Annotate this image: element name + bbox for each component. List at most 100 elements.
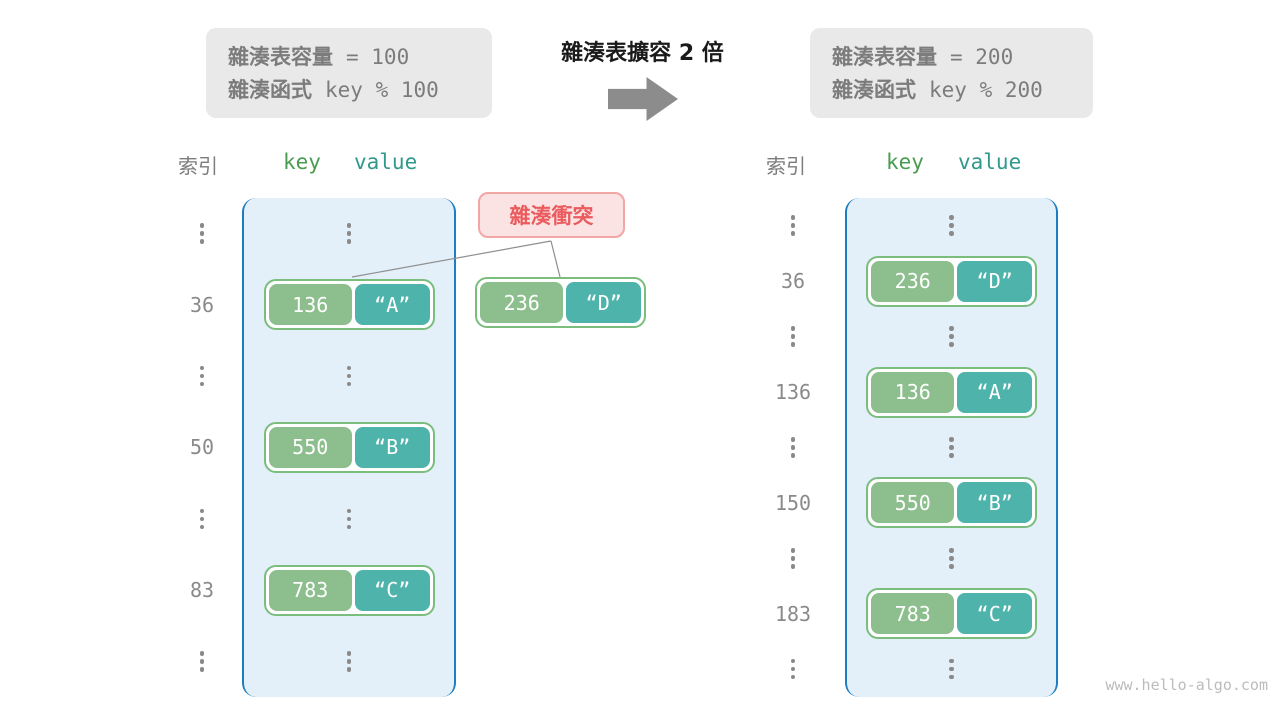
- ellipsis-dots-icon: [949, 548, 954, 569]
- hash-table-before: 36 50 83 136“A” 550“B” 783“C”: [170, 198, 456, 697]
- index-ellipsis-row: [758, 531, 828, 586]
- left-key-header: key: [283, 150, 321, 174]
- bucket-entry-row: 550“B”: [244, 412, 454, 483]
- key-value-pair: 236“D”: [475, 277, 646, 328]
- pair-key: 550: [268, 426, 352, 468]
- pair-key: 236: [480, 282, 564, 323]
- capacity-before-line1: 雜湊表容量= 100: [228, 41, 492, 74]
- ellipsis-dots-icon: [790, 326, 796, 347]
- capacity-value: = 100: [346, 45, 410, 69]
- key-value-pair: 550“B”: [866, 477, 1037, 529]
- bucket-ellipsis-row: [244, 626, 454, 697]
- pair-key: 783: [268, 569, 352, 611]
- ellipsis-dots-icon: [199, 365, 205, 387]
- index-value: 183: [774, 601, 812, 626]
- key-value-pair: 550“B”: [263, 421, 435, 473]
- resize-title: 雜湊表擴容 2 倍: [561, 41, 724, 66]
- bucket-entry-row: 783“C”: [847, 586, 1056, 641]
- hash-function-label: 雜湊函式: [228, 78, 312, 102]
- capacity-box-after: 雜湊表容量 = 200 雜湊函式 key % 200: [810, 28, 1093, 118]
- hash-function-label: 雜湊函式: [832, 78, 916, 102]
- key-value-pair: 236“D”: [866, 255, 1037, 307]
- left-bucket-container: 136“A” 550“B” 783“C”: [242, 198, 456, 697]
- pair-value: “C”: [354, 569, 430, 611]
- bucket-ellipsis-row: [244, 483, 454, 554]
- ellipsis-dots-icon: [346, 365, 352, 387]
- index-ellipsis-row: [170, 626, 234, 697]
- pair-value: “A”: [957, 371, 1032, 413]
- index-ellipsis-row: [170, 483, 234, 554]
- ellipsis-dots-icon: [790, 437, 796, 458]
- right-index-header: 索引: [766, 154, 806, 178]
- index-value: 50: [189, 435, 215, 460]
- ellipsis-dots-icon: [949, 658, 954, 680]
- bucket-ellipsis-row: [847, 531, 1056, 586]
- ellipsis-dots-icon: [199, 508, 205, 530]
- index-label: 136: [758, 364, 828, 419]
- pair-value: “C”: [957, 593, 1032, 635]
- collision-label: 雜湊衝突: [478, 192, 625, 238]
- index-ellipsis-row: [758, 198, 828, 253]
- hash-table-after: 36 136 150 183 236“D” 136“A” 550“B” 783“C”: [758, 198, 1058, 697]
- bucket-entry-row: 550“B”: [847, 475, 1056, 530]
- key-value-pair: 783“C”: [263, 564, 435, 616]
- right-key-header: key: [886, 150, 924, 174]
- index-value: 150: [774, 490, 812, 515]
- pair-value: “A”: [354, 284, 430, 326]
- index-ellipsis-row: [758, 420, 828, 475]
- pair-value: “B”: [957, 482, 1032, 524]
- capacity-box-before: 雜湊表容量= 100 雜湊函式 key % 100: [206, 28, 492, 118]
- capacity-value: = 200: [950, 45, 1014, 69]
- right-bucket-container: 236“D” 136“A” 550“B” 783“C”: [845, 198, 1058, 697]
- index-value: 36: [780, 269, 806, 294]
- bucket-ellipsis-row: [847, 309, 1056, 364]
- ellipsis-dots-icon: [790, 658, 796, 680]
- capacity-after-line1: 雜湊表容量 = 200: [832, 41, 1093, 74]
- watermark: www.hello-algo.com: [1105, 676, 1268, 694]
- pair-key: 236: [871, 260, 955, 302]
- ellipsis-dots-icon: [346, 223, 352, 244]
- index-label: 183: [758, 586, 828, 641]
- hash-function-value: key % 100: [325, 78, 439, 102]
- ellipsis-dots-icon: [199, 651, 205, 672]
- ellipsis-dots-icon: [790, 215, 796, 236]
- index-label: 150: [758, 475, 828, 530]
- ellipsis-dots-icon: [949, 326, 954, 347]
- bucket-entry-row: 236“D”: [847, 253, 1056, 308]
- index-label: 50: [170, 412, 234, 483]
- index-value: 136: [774, 380, 812, 405]
- index-label: 36: [170, 269, 234, 340]
- ellipsis-dots-icon: [949, 215, 954, 236]
- left-index-column: 36 50 83: [170, 198, 234, 697]
- index-value: 83: [189, 578, 215, 603]
- ellipsis-dots-icon: [949, 437, 954, 458]
- index-ellipsis-row: [170, 198, 234, 269]
- bucket-ellipsis-row: [847, 642, 1056, 697]
- bucket-entry-row: 136“A”: [847, 364, 1056, 419]
- pair-key: 550: [871, 482, 955, 524]
- pair-value: “D”: [957, 260, 1032, 302]
- right-arrow-icon: [608, 77, 678, 121]
- ellipsis-dots-icon: [790, 548, 796, 569]
- left-index-header: 索引: [178, 154, 218, 178]
- right-value-header: value: [958, 150, 1022, 174]
- pair-value: “B”: [354, 426, 430, 468]
- pair-value: “D”: [566, 282, 641, 323]
- key-value-pair: 136“A”: [263, 279, 435, 331]
- bucket-ellipsis-row: [244, 341, 454, 412]
- pair-key: 136: [268, 284, 352, 326]
- bucket-entry-row: 783“C”: [244, 554, 454, 625]
- ellipsis-dots-icon: [199, 223, 205, 244]
- bucket-ellipsis-row: [847, 198, 1056, 253]
- index-ellipsis-row: [758, 309, 828, 364]
- index-label: 36: [758, 253, 828, 308]
- key-value-pair: 783“C”: [866, 588, 1037, 640]
- index-label: 83: [170, 554, 234, 625]
- capacity-label: 雜湊表容量: [832, 45, 937, 69]
- hash-function-value: key % 200: [929, 78, 1043, 102]
- capacity-before-line2: 雜湊函式 key % 100: [228, 74, 492, 107]
- bucket-entry-row: 136“A”: [244, 269, 454, 340]
- index-ellipsis-row: [170, 341, 234, 412]
- capacity-after-line2: 雜湊函式 key % 200: [832, 74, 1093, 107]
